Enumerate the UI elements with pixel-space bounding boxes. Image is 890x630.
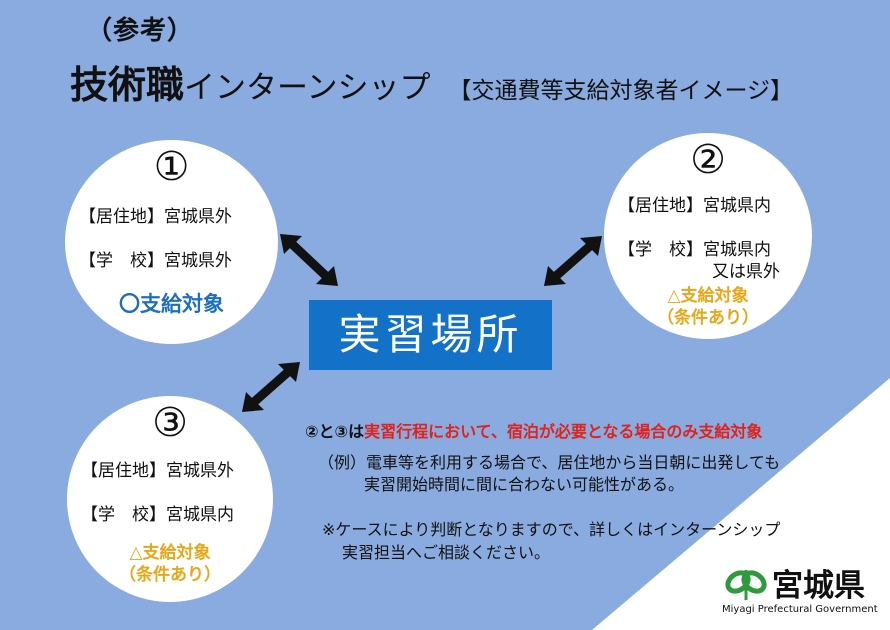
case2-number: ②: [690, 137, 726, 183]
header-title-rest: インターンシップ: [184, 70, 431, 106]
case1-status: 〇支給対象: [119, 292, 224, 316]
case1-residence: 【居住地】宮城県外: [79, 207, 232, 227]
header-title-bold: 技術職: [70, 63, 185, 107]
case1-circle: ① 【居住地】宮城県外 【学 校】宮城県外 〇支給対象: [65, 140, 278, 344]
case2-condition: （条件あり）: [657, 308, 759, 328]
case2-circle: ② 【居住地】宮城県内 【学 校】宮城県内 又は県外 △支給対象 （条件あり）: [604, 133, 812, 339]
case3-condition: （条件あり）: [119, 565, 221, 585]
double-arrow-icon-2: [544, 236, 602, 286]
header-bracket: 【交通費等支給対象者イメージ】: [448, 78, 794, 104]
case3-number: ③: [152, 400, 188, 446]
note-condition: ②と③は実習行程において、宿泊が必要となる場合のみ支給対象: [305, 418, 762, 442]
note-lead: ②と③は: [305, 422, 365, 441]
case1-school: 【学 校】宮城県外: [79, 251, 232, 271]
logo-english: Miyagi Prefectural Government: [722, 604, 878, 615]
case2-residence: 【居住地】宮城県内: [618, 196, 771, 216]
note-example: （例）電車等を利用する場合で、居住地から当日朝に出発しても 実習開始時間に間に合…: [318, 452, 780, 496]
case3-circle: ③ 【居住地】宮城県外 【学 校】宮城県内 △支給対象 （条件あり）: [67, 396, 273, 602]
header-sub: （参考）: [86, 16, 195, 46]
case2-school-line2: 又は県外: [712, 262, 780, 282]
note-red: 実習行程において、宿泊が必要となる場合のみ支給対象: [364, 422, 763, 441]
case3-status: △支給対象: [129, 543, 211, 563]
miyagi-emblem-icon: [725, 570, 767, 600]
note-remark-line2: 実習担当へご相談ください。: [342, 543, 551, 562]
case2-school: 【学 校】宮城県内: [618, 240, 771, 260]
case3-school: 【学 校】宮城県内: [81, 505, 234, 525]
double-arrow-icon-3: [242, 362, 300, 412]
case2-status: △支給対象: [667, 286, 749, 306]
case3-residence: 【居住地】宮城県外: [81, 461, 234, 481]
miyagi-logo: 宮城県 Miyagi Prefectural Government: [722, 560, 882, 626]
case1-number: ①: [153, 144, 190, 190]
note-remark-line1: ※ケースにより判断となりますので、詳しくはインターンシップ: [322, 520, 781, 539]
place-box: 実習場所: [309, 300, 552, 370]
double-arrow-icon-1: [280, 234, 338, 286]
logo-name: 宮城県: [772, 568, 865, 604]
note-example-line1: （例）電車等を利用する場合で、居住地から当日朝に出発しても: [318, 453, 781, 472]
note-remark: ※ケースにより判断となりますので、詳しくはインターンシップ 実習担当へご相談くだ…: [322, 518, 780, 564]
note-example-line2: 実習開始時間に間に合わない可能性がある。: [364, 475, 685, 494]
header-title: 技術職インターンシップ【交通費等支給対象者イメージ】: [70, 54, 793, 109]
